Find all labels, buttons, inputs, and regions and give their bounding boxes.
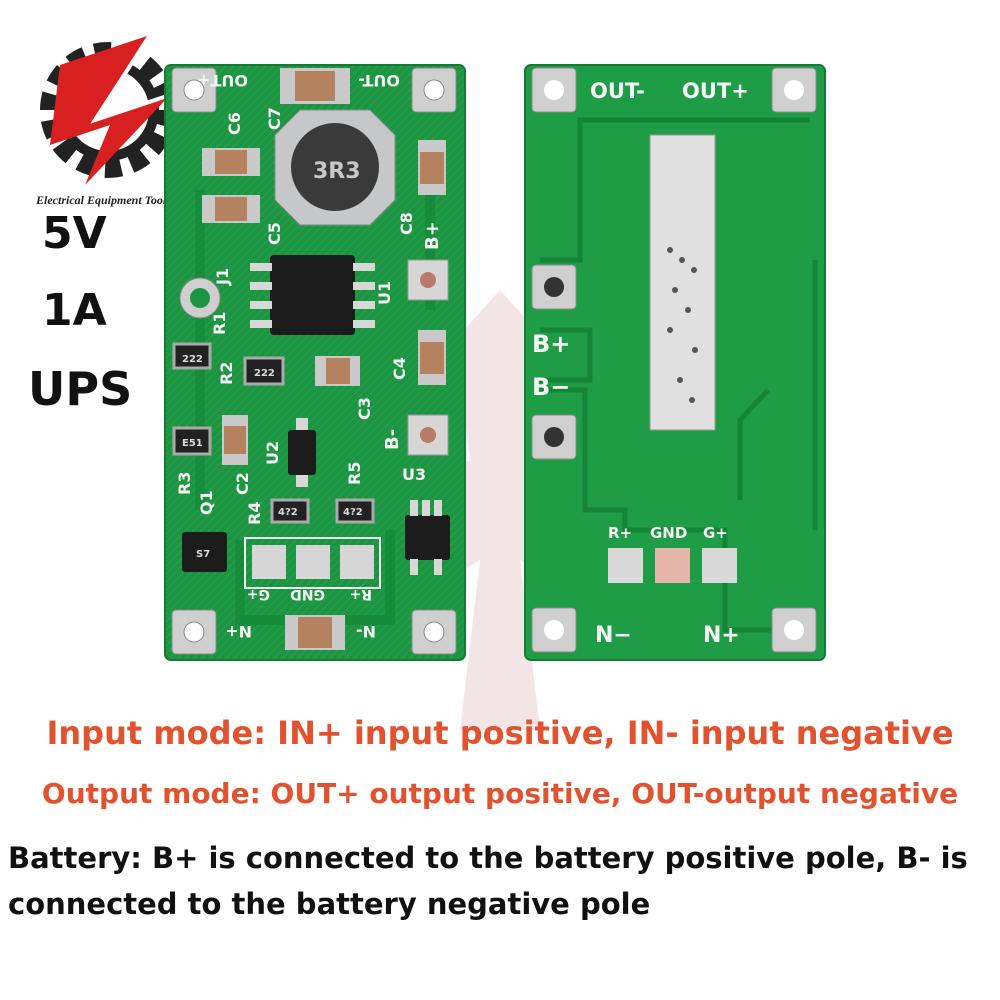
label-r1: R1 [210,312,229,335]
back-label-gnd: GND [650,524,687,542]
inductor [274,109,396,226]
pcb-front: OUT+ OUT- C6 C7 C5 C8 B+ J1 U1 R1 R2 C4 … [164,64,466,661]
label-u3: U3 [402,465,426,484]
back-label-b-plus: B+ [532,330,570,358]
mark-q1: S7 [196,549,210,560]
spec-current: 1A [42,285,107,336]
pcb-back: OUT- OUT+ B+ B− R+ GND G+ N− N+ [524,64,826,661]
mark-r3: E51 [182,438,203,449]
label-b-plus-front: B+ [422,221,443,250]
label-b-minus-front: B- [382,429,403,450]
label-out-plus: OUT+ [197,71,248,90]
back-label-g-plus: G+ [703,524,728,542]
label-c4: C4 [390,357,409,380]
label-c6: C6 [225,112,244,135]
capacitor [280,68,350,104]
label-c2: C2 [233,472,252,495]
label-u2: U2 [263,441,282,465]
label-r5: R5 [345,462,364,485]
mark-r4: 4?2 [278,507,298,518]
capacitor [418,330,446,385]
brand-name: Electrical Equipment Tool [36,193,167,207]
capacitor [418,140,446,195]
label-r-plus-front: R+ [349,586,372,602]
label-g-plus-front: G+ [247,586,270,602]
label-r4: R4 [245,502,264,525]
label-in-minus-front: N- [356,622,376,641]
back-label-out-minus: OUT- [590,79,645,103]
label-c8: C8 [397,212,416,235]
label-q1: Q1 [197,490,216,515]
label-c3: C3 [355,397,374,420]
caption-battery: Battery: B+ is connected to the battery … [8,841,968,921]
label-in-plus-front: N+ [225,622,252,641]
label-gnd-front: GND [290,586,325,602]
label-out-minus: OUT- [358,71,400,90]
watermark-gear [390,290,610,730]
caption-output-mode: Output mode: OUT+ output positive, OUT-o… [41,777,959,810]
caption-input-mode: Input mode: IN+ input positive, IN- inpu… [46,714,954,752]
capacitor [202,148,260,176]
capacitor [285,615,345,650]
capacitor [315,356,360,386]
label-j1: J1 [213,268,232,286]
mounting-hole [411,609,457,655]
mounting-hole [411,67,457,113]
mounting-hole [171,609,217,655]
back-label-out-plus: OUT+ [682,79,749,103]
back-label-r-plus: R+ [608,524,632,542]
spec-voltage: 5V [42,208,107,259]
capacitor [202,195,260,223]
mounting-hole [171,67,217,113]
back-label-b-minus: B− [532,373,570,401]
label-r3: R3 [175,472,194,495]
mark-inductor: 3R3 [313,159,361,184]
back-label-in-plus: N+ [703,623,740,648]
label-r2: R2 [217,362,236,385]
mark-r1: 222 [182,354,203,365]
label-c5: C5 [265,222,284,245]
mark-r2: 222 [254,368,275,379]
capacitor [222,415,248,465]
label-u1: U1 [375,281,394,305]
spec-type: UPS [28,362,133,416]
label-c7: C7 [265,107,284,130]
back-label-in-minus: N− [595,623,632,648]
mark-r5: 4?2 [343,507,363,518]
